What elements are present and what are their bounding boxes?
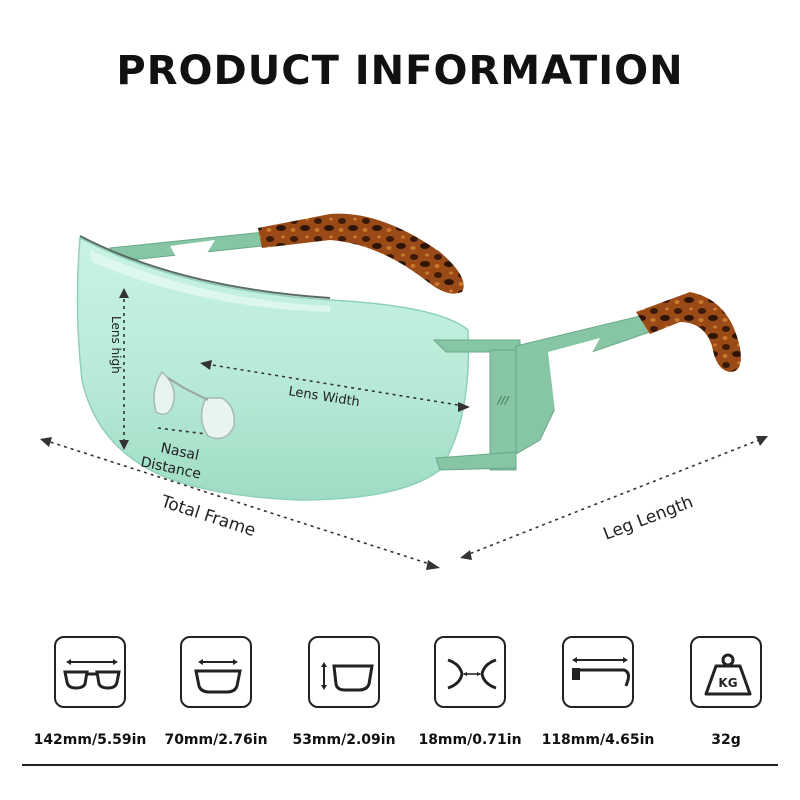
nasal-distance-value: 18mm/0.71in (418, 732, 522, 748)
lens-high-label: Lens high (109, 316, 123, 374)
total-frame-icon (54, 636, 126, 708)
leg-length-icon (562, 636, 634, 708)
weight-badge: KG (718, 676, 737, 690)
lens-width-icon (180, 636, 252, 708)
svg-text:///: /// (496, 394, 509, 407)
nasal-distance-line (157, 427, 207, 435)
bottom-divider (22, 764, 778, 766)
weight-value: 32g (711, 732, 741, 748)
nose-pads (153, 370, 235, 440)
leg-length-line (463, 437, 765, 557)
lens-width-line (205, 363, 465, 407)
lens-width-value: 70mm/2.76in (164, 732, 268, 748)
lens-height-icon (308, 636, 380, 708)
spec-row: 142mm/5.59in 70mm/2.76in 53mm/2.09in 18m… (0, 636, 800, 748)
weight-icon: KG (690, 636, 762, 708)
nasal-label: Nasal (159, 440, 200, 464)
leg-length-label: Leg Length (601, 492, 696, 545)
leg-length-value: 118mm/4.65in (541, 732, 655, 748)
page-title: PRODUCT INFORMATION (116, 48, 684, 94)
front-temple: /// (432, 292, 741, 471)
total-frame-line (43, 439, 437, 567)
total-frame-label: Total Frame (158, 491, 258, 541)
total-frame-value: 142mm/5.59in (33, 732, 147, 748)
lens-height-value: 53mm/2.09in (292, 732, 396, 748)
shield-lens (76, 236, 470, 501)
sunglasses-dimension-diagram: /// Lens high Lens Width Nasal Distance … (40, 213, 768, 570)
nasal-distance-icon (434, 636, 506, 708)
